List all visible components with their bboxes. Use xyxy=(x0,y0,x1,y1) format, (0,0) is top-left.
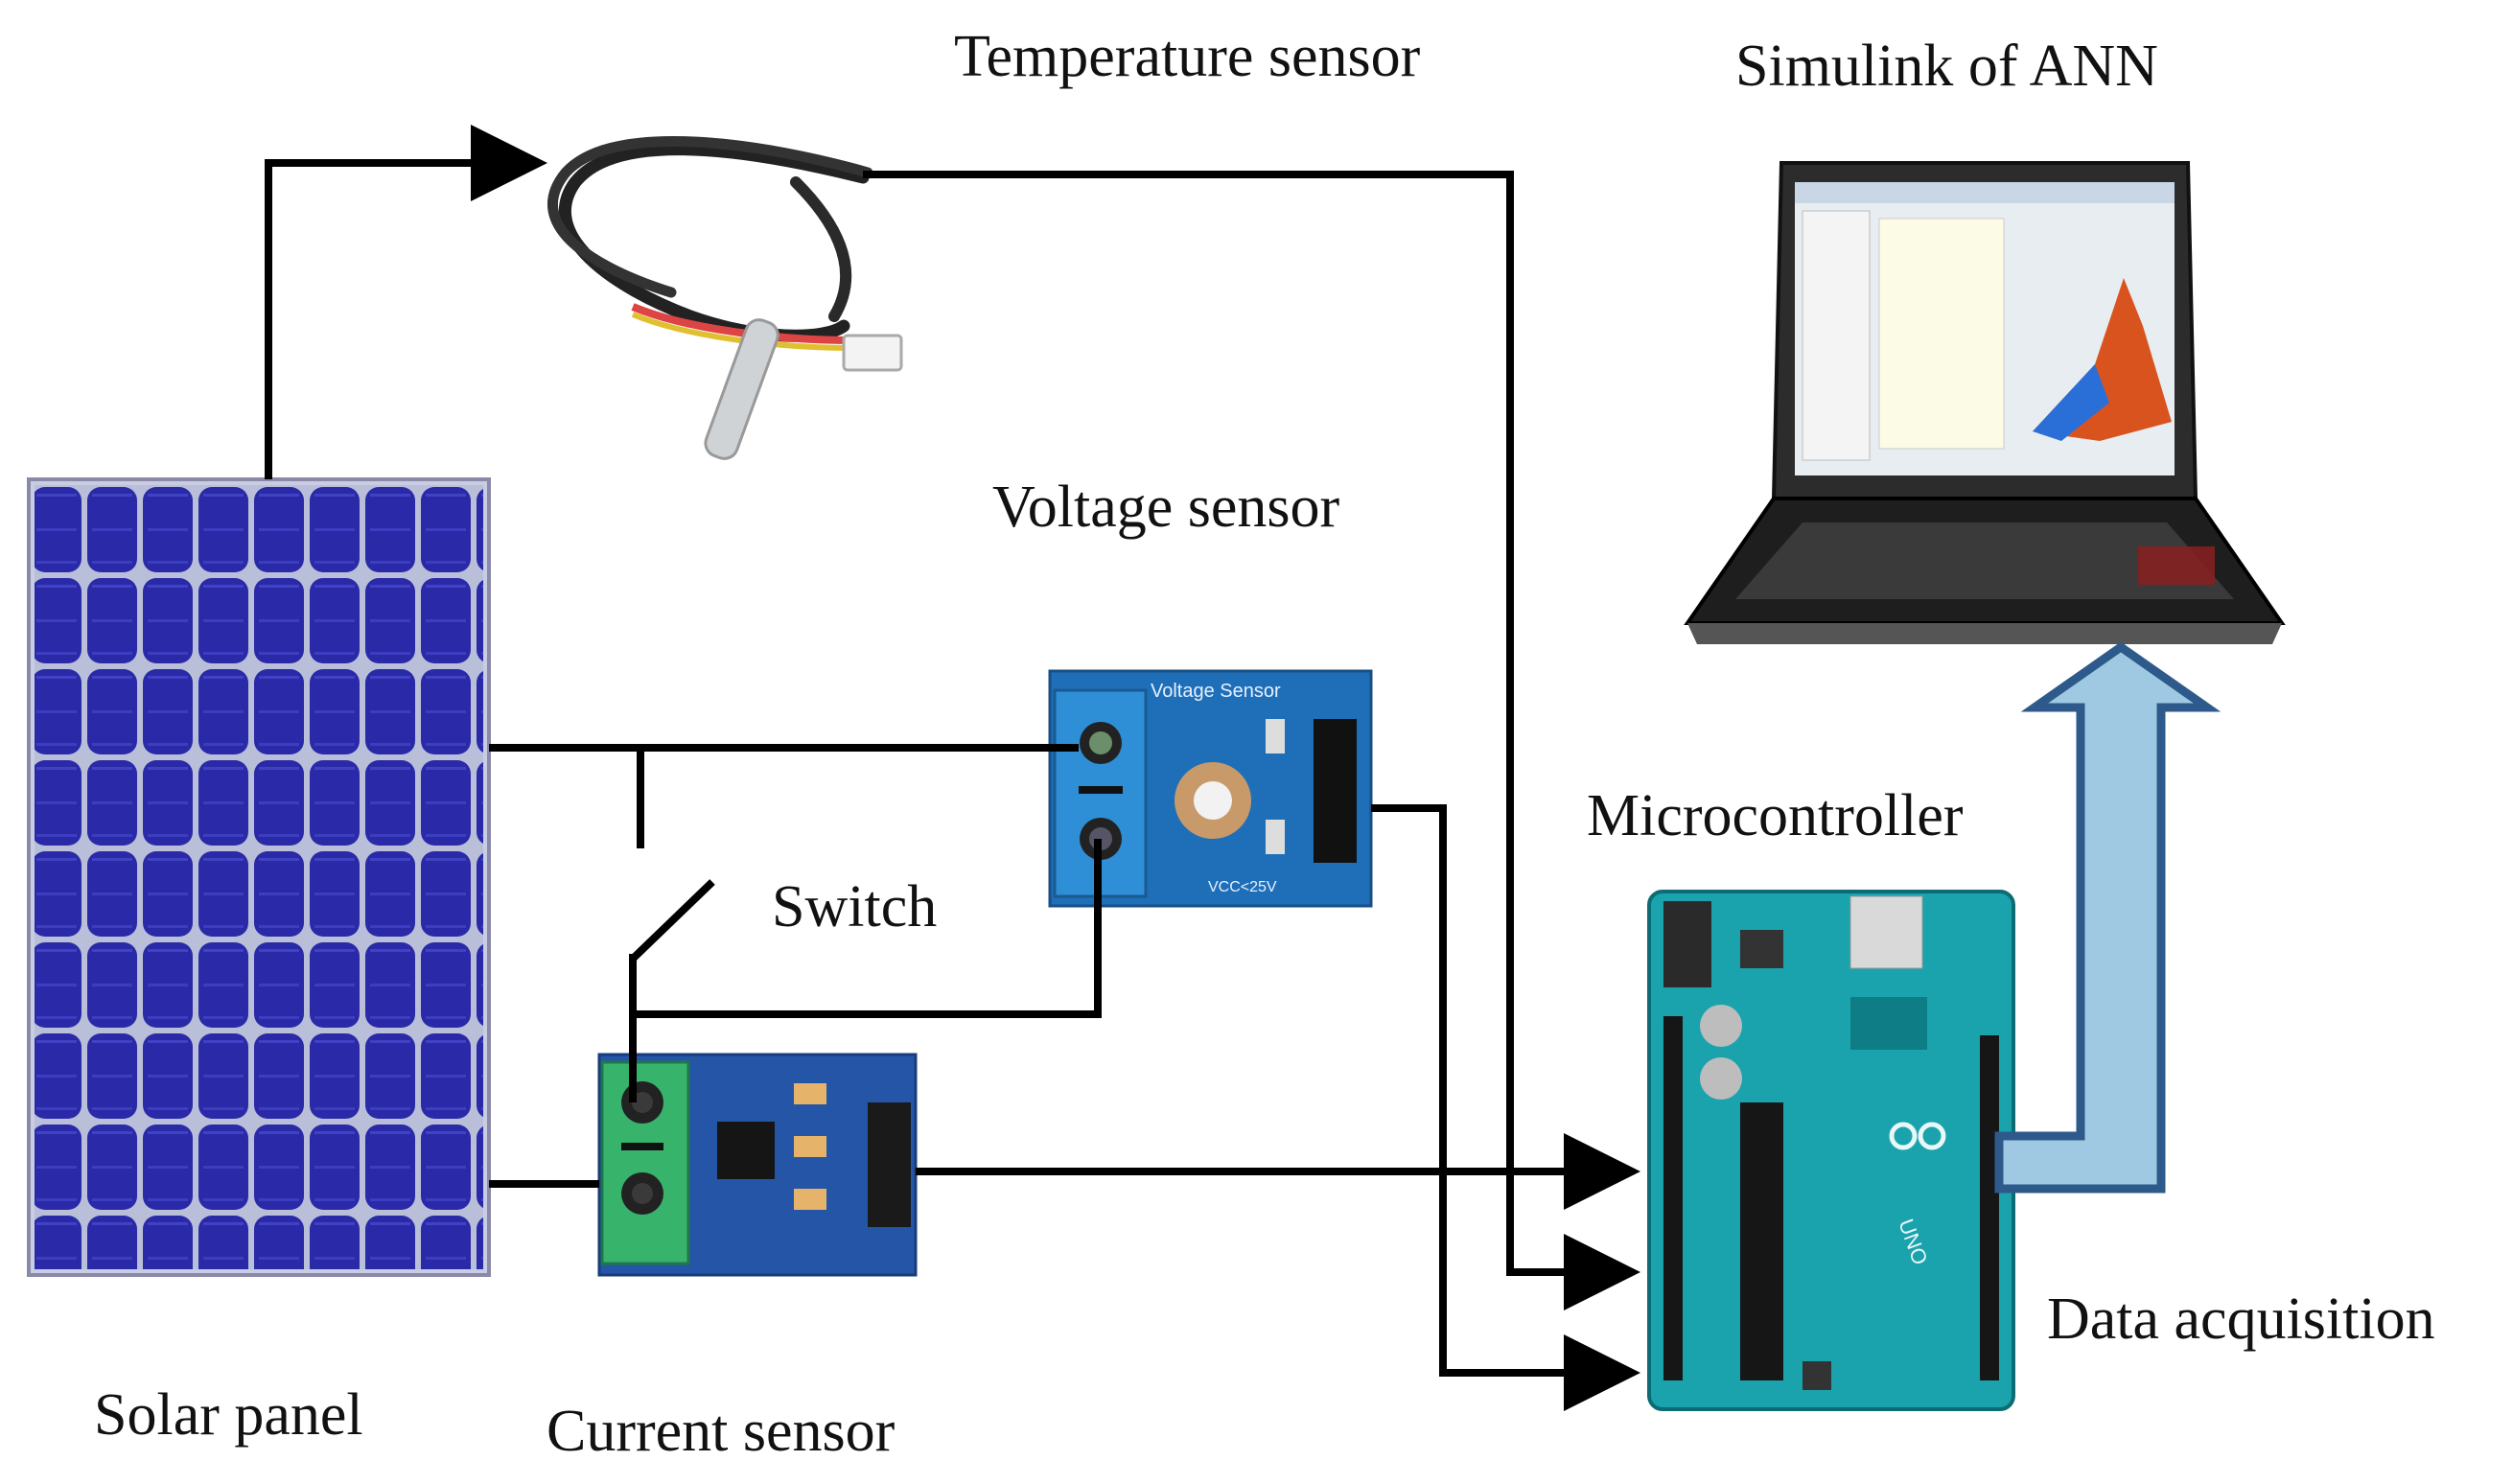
wire-panel-to-temp xyxy=(265,125,547,479)
arduino-device: UNO xyxy=(1647,890,2015,1411)
laptop-device xyxy=(1684,161,2286,644)
label-voltage-sensor: Voltage sensor xyxy=(992,475,1340,540)
wire-voltage-to-arduino xyxy=(1371,804,1640,1411)
label-switch: Switch xyxy=(772,874,938,939)
data-acquisition-arrow xyxy=(1994,641,2221,1194)
voltage-board-vcc: VCC<25V xyxy=(1208,879,1277,895)
label-solar-panel: Solar panel xyxy=(94,1382,363,1448)
label-simulink-ann: Simulink of ANN xyxy=(1735,34,2158,99)
label-current-sensor: Current sensor xyxy=(547,1399,895,1464)
wire-temp-to-arduino xyxy=(863,171,1640,1310)
switch-symbol xyxy=(630,879,715,962)
current-sensor-device xyxy=(597,1053,918,1277)
voltage-sensor-device: Voltage Sensor VCC<25V xyxy=(1048,669,1373,908)
label-data-acquisition: Data acquisition xyxy=(2047,1287,2435,1352)
solar-panel xyxy=(27,477,491,1277)
temperature-sensor-device xyxy=(547,135,903,460)
voltage-board-silkscreen: Voltage Sensor xyxy=(1151,681,1281,702)
wiring xyxy=(265,125,1640,1411)
wire-voltage-to-switch xyxy=(633,839,1102,1018)
label-temperature-sensor: Temperature sensor xyxy=(954,24,1421,89)
label-microcontroller: Microcontroller xyxy=(1587,783,1964,848)
